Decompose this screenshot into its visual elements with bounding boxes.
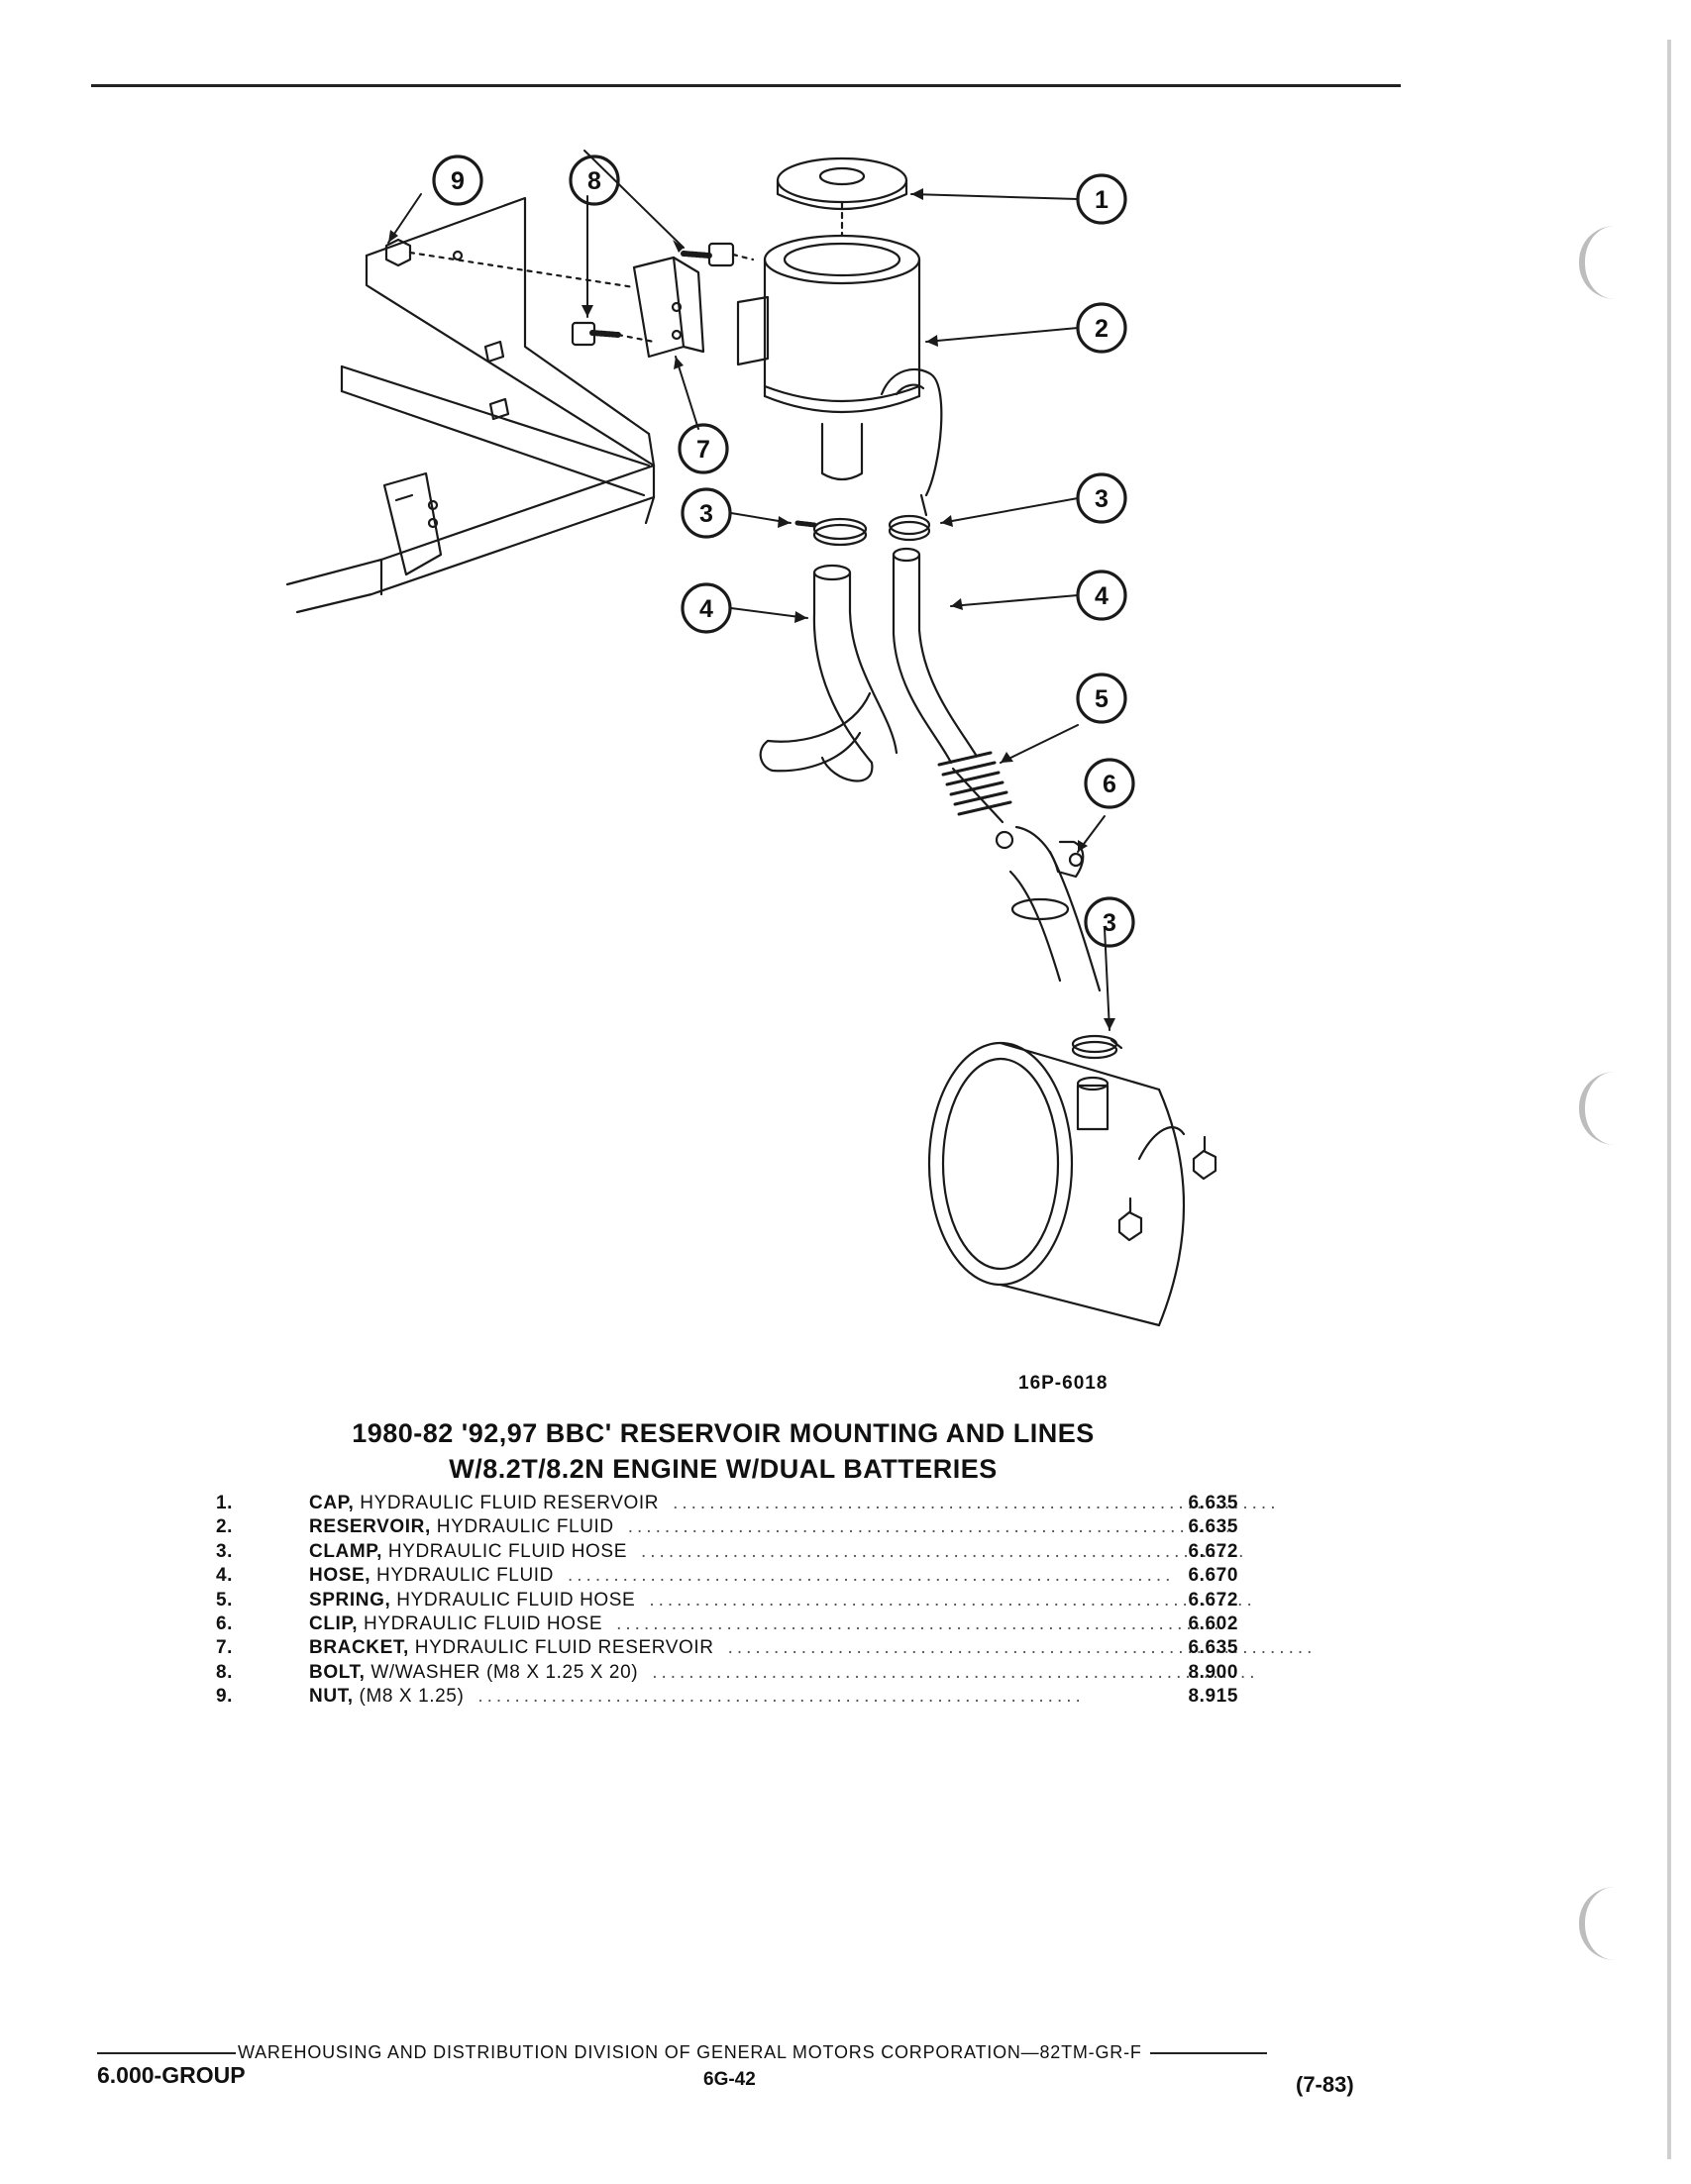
dot-leader: ........................................… xyxy=(673,1493,1280,1513)
callout-6: 6 xyxy=(1103,771,1116,798)
footer-publisher: WAREHOUSING AND DISTRIBUTION DIVISION OF… xyxy=(97,2042,1365,2063)
parts-row: 5. SPRING, HYDRAULIC FLUID HOSE.........… xyxy=(216,1589,1252,1612)
figure-number: 16P-6018 xyxy=(1018,1373,1109,1394)
dot-leader: ........................................… xyxy=(627,1516,1235,1538)
part-number: 2. xyxy=(216,1516,234,1538)
footer-rule xyxy=(97,2052,236,2055)
dot-leader: ........................................… xyxy=(652,1661,1259,1683)
part-number: 1. xyxy=(216,1493,234,1513)
part-number: 8. xyxy=(216,1661,234,1683)
group-code: 6.670 xyxy=(1188,1565,1238,1587)
top-rule xyxy=(91,84,1401,87)
callout-3: 3 xyxy=(699,500,713,528)
group-code: 8.900 xyxy=(1188,1661,1238,1683)
footer-rule xyxy=(1149,2052,1267,2055)
part-description: HYDRAULIC FLUID HOSE xyxy=(364,1612,603,1634)
part-name: SPRING, xyxy=(309,1589,391,1611)
part-name: HOSE, xyxy=(309,1565,371,1587)
group-code: 6.602 xyxy=(1188,1612,1238,1634)
parts-row: 3. CLAMP, HYDRAULIC FLUID HOSE..........… xyxy=(216,1540,1243,1564)
callout-circles xyxy=(432,155,1135,948)
dot-leader: ........................................… xyxy=(477,1686,1085,1708)
footer-publisher-text: WAREHOUSING AND DISTRIBUTION DIVISION OF… xyxy=(238,2042,1142,2062)
parts-row: 2. RESERVOIR, HYDRAULIC FLUID...........… xyxy=(216,1515,1238,1539)
fasteners-illustration xyxy=(384,238,755,347)
binder-edge xyxy=(1667,40,1671,2159)
part-description: HYDRAULIC FLUID RESERVOIR xyxy=(360,1493,660,1513)
part-number: 7. xyxy=(216,1637,234,1659)
callout-5: 5 xyxy=(1095,685,1109,713)
dot-leader: ........................................… xyxy=(649,1589,1256,1611)
part-number: 6. xyxy=(216,1612,234,1634)
callout-4: 4 xyxy=(699,595,713,623)
callout-8: 8 xyxy=(587,167,601,195)
parts-row: 8. BOLT, W/WASHER (M8 X 1.25 X 20)......… xyxy=(216,1661,1255,1685)
part-name: BRACKET, xyxy=(309,1637,409,1659)
exploded-view-diagram: 1 2 3 3 3 4 4 5 6 7 8 9 xyxy=(285,150,1217,1327)
hoses-illustration xyxy=(759,547,978,782)
pump-motor-illustration xyxy=(927,1041,1217,1327)
part-number: 9. xyxy=(216,1686,234,1708)
part-name: CAP, xyxy=(309,1493,355,1513)
reservoir-illustration xyxy=(736,234,943,497)
punch-hole xyxy=(1579,226,1615,299)
part-description: HYDRAULIC FLUID xyxy=(376,1565,554,1587)
page-title: 1980-82 '92,97 BBC' RESERVOIR MOUNTING A… xyxy=(352,1418,1095,1448)
part-number: 5. xyxy=(216,1589,234,1611)
bracket-illustration xyxy=(632,256,705,359)
page-subtitle: W/8.2T/8.2N ENGINE W/DUAL BATTERIES xyxy=(449,1454,998,1484)
group-code: 6.635 xyxy=(1188,1516,1238,1538)
callout-4: 4 xyxy=(1095,582,1109,610)
revision-date: (7-83) xyxy=(1296,2072,1354,2097)
callout-2: 2 xyxy=(1095,315,1109,343)
punch-hole xyxy=(1579,1072,1615,1145)
group-code: 6.635 xyxy=(1188,1493,1238,1513)
part-name: NUT, xyxy=(309,1686,354,1708)
part-description: HYDRAULIC FLUID HOSE xyxy=(396,1589,636,1611)
callout-9: 9 xyxy=(451,167,465,195)
parts-row: 9. NUT, (M8 X 1.25).....................… xyxy=(216,1685,1238,1709)
group-code: 6.635 xyxy=(1188,1637,1238,1659)
dot-leader: ........................................… xyxy=(640,1540,1248,1562)
hose-clip-illustration xyxy=(995,825,1102,992)
dot-leader: ........................................… xyxy=(568,1565,1175,1587)
part-number: 4. xyxy=(216,1565,234,1587)
callout-1: 1 xyxy=(1095,186,1109,214)
mounting-panel-illustration xyxy=(285,196,656,614)
parts-row: 7. BRACKET, HYDRAULIC FLUID RESERVOIR...… xyxy=(216,1636,1312,1660)
footer-group-label: 6.000-GROUP xyxy=(97,2062,246,2088)
callout-3: 3 xyxy=(1095,485,1109,513)
part-description: HYDRAULIC FLUID xyxy=(436,1516,614,1538)
group-code: 8.915 xyxy=(1188,1686,1238,1708)
part-description: HYDRAULIC FLUID HOSE xyxy=(387,1540,627,1562)
leader-lines xyxy=(387,150,1110,1031)
part-name: RESERVOIR, xyxy=(309,1516,431,1538)
page-number: 6G-42 xyxy=(703,2069,756,2090)
part-description: W/WASHER (M8 X 1.25 X 20) xyxy=(370,1661,639,1683)
reservoir-cap-illustration xyxy=(776,156,908,238)
group-code: 6.672 xyxy=(1188,1589,1238,1611)
parts-row: 4. HOSE, HYDRAULIC FLUID................… xyxy=(216,1564,1238,1588)
group-code: 6.672 xyxy=(1188,1540,1238,1562)
part-name: CLIP, xyxy=(309,1612,359,1634)
part-name: BOLT, xyxy=(309,1661,366,1683)
dot-leader: ........................................… xyxy=(616,1612,1223,1634)
punch-hole xyxy=(1579,1887,1615,1960)
leader-arrowheads xyxy=(388,188,1115,1030)
lower-clamp-illustration xyxy=(1071,1034,1123,1060)
part-description: HYDRAULIC FLUID RESERVOIR xyxy=(414,1637,714,1659)
part-number: 3. xyxy=(216,1540,234,1562)
upper-clamps-illustration xyxy=(794,493,931,547)
spring-illustration xyxy=(937,751,1012,824)
callout-7: 7 xyxy=(696,436,710,464)
dot-leader: ........................................… xyxy=(727,1637,1312,1659)
parts-list: 1. CAP, HYDRAULIC FLUID RESERVOIR.......… xyxy=(216,1492,1312,1710)
part-name: CLAMP, xyxy=(309,1540,382,1562)
part-description: (M8 X 1.25) xyxy=(359,1686,465,1708)
parts-row: 6. CLIP, HYDRAULIC FLUID HOSE...........… xyxy=(216,1612,1238,1636)
parts-row: 1. CAP, HYDRAULIC FLUID RESERVOIR.......… xyxy=(216,1492,1275,1515)
callout-3: 3 xyxy=(1103,909,1116,937)
